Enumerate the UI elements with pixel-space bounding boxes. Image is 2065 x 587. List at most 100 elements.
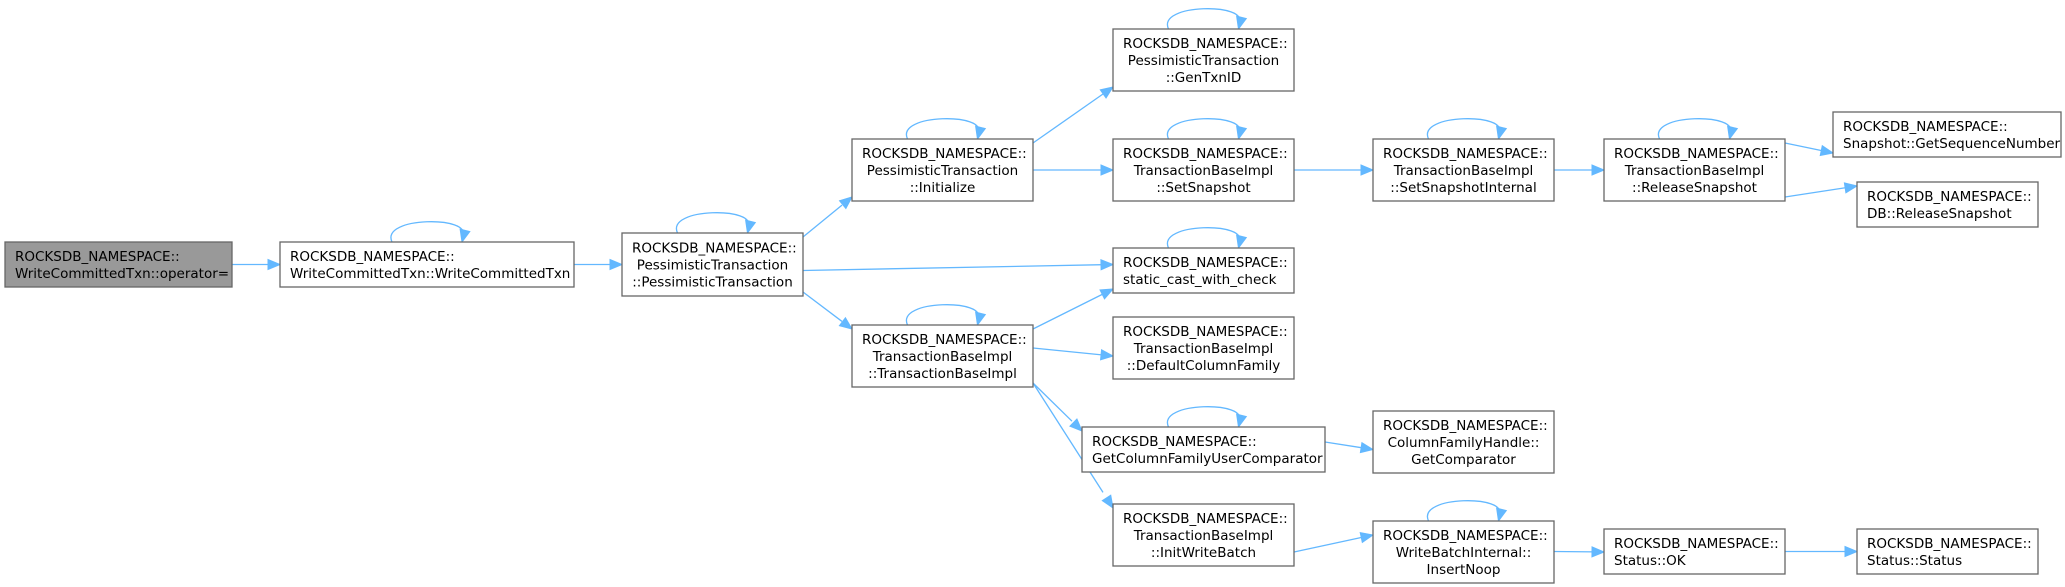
node-label-line: ROCKSDB_NAMESPACE:: <box>1843 119 2008 135</box>
node-label-line: ::SetSnapshotInternal <box>1390 180 1536 196</box>
call-edge <box>1032 86 1115 144</box>
node-label-line: DB::ReleaseSnapshot <box>1867 206 2012 222</box>
root-function-node: ROCKSDB_NAMESPACE::WriteCommittedTxn::op… <box>4 241 233 288</box>
function-node[interactable]: ROCKSDB_NAMESPACE::WriteBatchInternal::I… <box>1372 520 1555 584</box>
call-edge <box>1032 347 1115 361</box>
call-edge <box>1166 8 1248 31</box>
node-label-line: TransactionBaseImpl <box>872 349 1013 365</box>
function-node[interactable]: ROCKSDB_NAMESPACE::PessimisticTransactio… <box>851 138 1034 202</box>
call-edge <box>390 221 471 244</box>
call-edge <box>905 118 987 141</box>
call-edge <box>232 258 282 271</box>
function-node[interactable]: ROCKSDB_NAMESPACE::GetColumnFamilyUserCo… <box>1081 426 1326 473</box>
node-label-line: ROCKSDB_NAMESPACE:: <box>1614 536 1779 552</box>
call-edge <box>1553 546 1606 558</box>
call-edge <box>1785 545 1859 558</box>
node-label-line: WriteCommittedTxn::operator= <box>15 266 229 282</box>
node-label-line: Status::Status <box>1867 553 1962 569</box>
node-label-line: ROCKSDB_NAMESPACE:: <box>15 249 180 265</box>
edges-layer <box>232 8 1859 558</box>
node-label-line: ROCKSDB_NAMESPACE:: <box>1383 418 1548 434</box>
node-label-line: ::DefaultColumnFamily <box>1127 358 1281 374</box>
call-edge <box>1426 118 1508 141</box>
function-node[interactable]: ROCKSDB_NAMESPACE::TransactionBaseImpl::… <box>1112 138 1295 202</box>
function-node[interactable]: ROCKSDB_NAMESPACE::PessimisticTransactio… <box>621 232 804 297</box>
node-label-line: ROCKSDB_NAMESPACE:: <box>632 241 797 257</box>
node-label-line: ROCKSDB_NAMESPACE:: <box>862 146 1027 162</box>
call-edge <box>1166 406 1248 429</box>
function-node[interactable]: ROCKSDB_NAMESPACE::static_cast_with_chec… <box>1112 247 1295 294</box>
call-edge <box>905 304 987 327</box>
node-label-line: TransactionBaseImpl <box>1624 163 1765 179</box>
node-label-line: ::Initialize <box>910 180 976 196</box>
node-label-line: ROCKSDB_NAMESPACE:: <box>1123 324 1288 340</box>
call-edge <box>1324 441 1375 454</box>
function-node[interactable]: ROCKSDB_NAMESPACE::TransactionBaseImpl::… <box>1112 503 1295 567</box>
call-edge <box>1032 288 1115 330</box>
function-node[interactable]: ROCKSDB_NAMESPACE::TransactionBaseImpl::… <box>1112 316 1295 380</box>
node-label-line: ROCKSDB_NAMESPACE:: <box>1123 146 1288 162</box>
node-label-line: PessimisticTransaction <box>1128 53 1279 69</box>
node-label-line: TransactionBaseImpl <box>1133 163 1274 179</box>
node-label-line: TransactionBaseImpl <box>1133 341 1274 357</box>
call-edge <box>1293 532 1375 553</box>
node-label-line: Snapshot::GetSequenceNumber <box>1843 136 2061 152</box>
node-label-line: ::SetSnapshot <box>1156 180 1250 196</box>
node-label-line: ::GenTxnID <box>1166 70 1242 86</box>
call-edge <box>1032 382 1083 432</box>
function-node[interactable]: ROCKSDB_NAMESPACE::Status::Status <box>1856 528 2039 575</box>
node-label-line: GetColumnFamilyUserComparator <box>1092 451 1323 467</box>
node-label-line: ROCKSDB_NAMESPACE:: <box>1614 146 1779 162</box>
call-edge <box>574 258 624 271</box>
node-label-line: PessimisticTransaction <box>637 258 788 274</box>
node-label-line: GetComparator <box>1411 452 1516 468</box>
node-label-line: ::ReleaseSnapshot <box>1632 180 1757 196</box>
function-node[interactable]: ROCKSDB_NAMESPACE::TransactionBaseImpl::… <box>1603 138 1786 202</box>
node-label-line: TransactionBaseImpl <box>1133 528 1274 544</box>
call-edge <box>1033 164 1115 176</box>
call-edge <box>1784 142 1835 157</box>
node-label-line: ROCKSDB_NAMESPACE:: <box>1867 536 2032 552</box>
node-label-line: ::PessimisticTransaction <box>632 275 793 291</box>
call-edge <box>802 291 854 330</box>
node-label-line: Status::OK <box>1614 553 1687 569</box>
node-label-line: ROCKSDB_NAMESPACE:: <box>1383 146 1548 162</box>
node-label-line: ROCKSDB_NAMESPACE:: <box>1123 255 1288 271</box>
node-label-line: PessimisticTransaction <box>867 163 1018 179</box>
node-label-line: ROCKSDB_NAMESPACE:: <box>1123 511 1288 527</box>
call-edge <box>1166 118 1248 141</box>
function-node[interactable]: ROCKSDB_NAMESPACE::TransactionBaseImpl::… <box>1372 138 1555 202</box>
call-edge <box>1032 382 1114 510</box>
function-node[interactable]: ROCKSDB_NAMESPACE::ColumnFamilyHandle::G… <box>1372 410 1555 474</box>
node-label-line: ColumnFamilyHandle:: <box>1388 435 1540 451</box>
function-node[interactable]: ROCKSDB_NAMESPACE::PessimisticTransactio… <box>1112 28 1295 92</box>
function-node[interactable]: ROCKSDB_NAMESPACE::TransactionBaseImpl::… <box>851 324 1034 388</box>
call-edge <box>1426 500 1508 523</box>
node-label-line: ROCKSDB_NAMESPACE:: <box>1123 36 1288 52</box>
node-label-line: WriteBatchInternal:: <box>1396 545 1532 561</box>
node-label-line: InsertNoop <box>1427 562 1501 578</box>
node-label-line: ROCKSDB_NAMESPACE:: <box>1867 189 2032 205</box>
function-node[interactable]: ROCKSDB_NAMESPACE::DB::ReleaseSnapshot <box>1856 181 2039 228</box>
call-edge <box>1554 164 1606 176</box>
node-label-line: ROCKSDB_NAMESPACE:: <box>1092 434 1257 450</box>
node-label-line: ::TransactionBaseImpl <box>868 366 1017 382</box>
node-label-line: ::InitWriteBatch <box>1151 545 1256 561</box>
node-label-line: TransactionBaseImpl <box>1393 163 1534 179</box>
nodes-layer: ROCKSDB_NAMESPACE::WriteCommittedTxn::op… <box>4 28 2062 584</box>
node-label-line: static_cast_with_check <box>1123 272 1277 288</box>
call-edge <box>1657 118 1739 141</box>
node-label-line: ROCKSDB_NAMESPACE:: <box>862 332 1027 348</box>
call-edge <box>675 212 757 235</box>
function-node[interactable]: ROCKSDB_NAMESPACE::WriteCommittedTxn::Wr… <box>279 241 575 288</box>
call-edge <box>1784 182 1859 198</box>
call-edge <box>802 258 1115 272</box>
node-label-line: WriteCommittedTxn::WriteCommittedTxn <box>290 266 570 282</box>
function-node[interactable]: ROCKSDB_NAMESPACE::Snapshot::GetSequence… <box>1832 111 2062 158</box>
call-edge <box>802 196 854 238</box>
node-label-line: ROCKSDB_NAMESPACE:: <box>290 249 455 265</box>
function-node[interactable]: ROCKSDB_NAMESPACE::Status::OK <box>1603 528 1786 575</box>
node-label-line: ROCKSDB_NAMESPACE:: <box>1383 528 1548 544</box>
call-edge <box>1166 227 1248 250</box>
